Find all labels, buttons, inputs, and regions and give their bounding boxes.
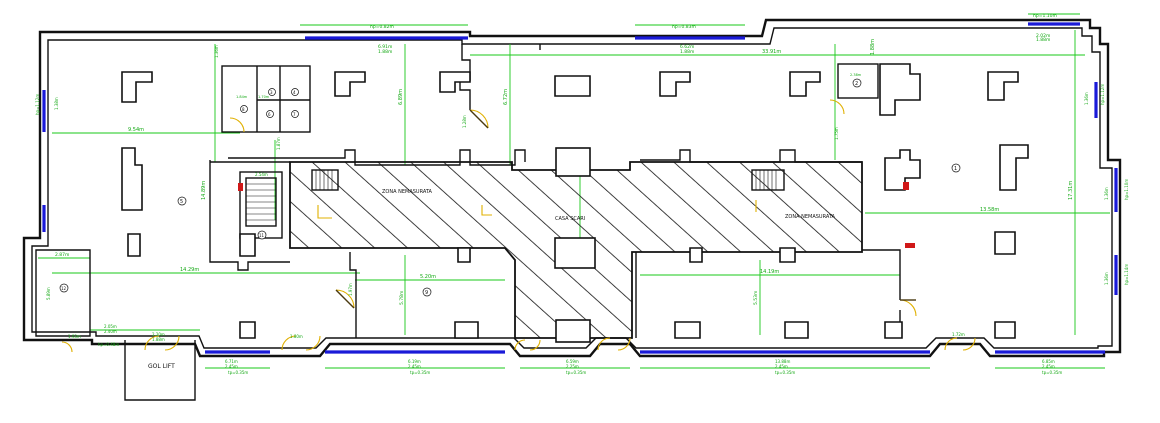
dim-label: tp=0.35m [1042, 370, 1062, 375]
dim-label: 2.38m [850, 73, 862, 77]
dim-label: 6.91m [378, 44, 392, 50]
dim-label: 1.93m [68, 334, 81, 339]
stairs [245, 169, 785, 227]
casa-scari-label: CASA SCARI [555, 216, 585, 222]
dim-label: tp=0.35m [566, 370, 586, 375]
dim-label: 6.71m [225, 359, 238, 364]
dim-label: hp=1.14m [1124, 264, 1129, 285]
red-markers [238, 182, 915, 248]
dim-label: 1.36m [1084, 92, 1089, 105]
dim-label: 2.45m [408, 364, 421, 369]
doors [61, 99, 976, 353]
zone-labels: ZONA NEMASURATA ZONA NEMASURATA CASA SCA… [148, 189, 836, 370]
dim-label: 2.45m [1042, 364, 1055, 369]
dim-label: 5.20m [420, 274, 436, 280]
room-number: 6 [268, 112, 271, 117]
dim-label: 2.45m [775, 364, 788, 369]
dim-label: 6.19m [408, 359, 421, 364]
zone-label-left: ZONA NEMASURATA [382, 189, 433, 195]
dim-label: 1.88m [680, 49, 694, 55]
dim-label: hp=1.12m [35, 94, 40, 115]
dim-label: 2.54m [255, 172, 268, 177]
dim-label: hp=0.83m [672, 24, 696, 30]
dim-label: 1.75m [834, 127, 839, 140]
pillars [121, 63, 1029, 339]
gol-lift-label: GOL LIFT [148, 363, 175, 370]
dim-label: 1.28m [462, 115, 467, 128]
windows [42, 22, 1118, 354]
dim-label: 6.89m [398, 89, 404, 105]
dim-label: 2.45m [225, 364, 238, 369]
dim-label: 1.88m [870, 39, 876, 55]
room-number: 1 [954, 166, 957, 172]
dim-label: 1.36m [1104, 187, 1109, 200]
dim-label: 1.36m [214, 45, 219, 58]
dim-label: 5.78m [399, 291, 405, 305]
dim-label: 1.38m [54, 97, 59, 110]
dim-label: 1.87m [276, 137, 281, 150]
room-number: 7 [293, 112, 296, 117]
dim-label: 1.80m [290, 334, 303, 339]
room-number: 9 [425, 290, 428, 296]
dim-label: hp=1.12m [1100, 84, 1105, 105]
dim-label: hp=0.82m [370, 24, 394, 30]
dim-label: 5.53m [753, 291, 759, 305]
dim-label: 2.40m [104, 329, 117, 334]
dim-label: 17.31m [1068, 181, 1074, 200]
dim-label: 1.70m [258, 95, 270, 99]
dim-label: 2.20m [152, 332, 165, 337]
dim-label: hp=0.48m [98, 342, 119, 347]
dim-label: 2.05m [104, 324, 117, 329]
dim-label: 1.97m [348, 283, 353, 296]
dim-label: 2.25m [566, 364, 579, 369]
room-number: 4 [293, 90, 296, 95]
zone-label-right: ZONA NEMASURATA [785, 214, 836, 220]
room-number: 8 [242, 107, 245, 112]
room-number-labels: 1 2 3 4 5 6 7 8 9 11 12 [61, 81, 957, 296]
dim-label: 6.85m [1042, 359, 1055, 364]
dim-label: 6.62m [680, 44, 694, 50]
room-number: 12 [61, 286, 67, 291]
room-number: 3 [270, 90, 273, 95]
dim-label: tp=0.35m [775, 370, 795, 375]
dim-label: 2.87m [55, 252, 69, 258]
dim-label: tp=0.35m [228, 370, 248, 375]
dim-label: 1.88m [152, 337, 165, 342]
dim-label: 9.54m [128, 127, 144, 133]
room-number-markers [59, 78, 961, 297]
dim-label: tp=0.35m [410, 370, 430, 375]
dim-label: 1.36m [1104, 272, 1109, 285]
dim-label: hp=1.10m [1124, 179, 1129, 200]
dimension-texts: hp=0.82m 6.91m 1.88m hp=0.83m 6.62m 1.88… [35, 13, 1129, 375]
dim-label: 1.88m [1036, 37, 1050, 43]
dim-label: 1.72m [952, 332, 965, 337]
dim-label: 14.89m [201, 181, 207, 200]
dim-label: 13.88m [775, 359, 790, 364]
dim-label: 33.91m [762, 49, 781, 55]
room-number: 11 [259, 233, 265, 238]
dim-label: 2.02m [1036, 33, 1050, 39]
dim-label: 5.89m [46, 287, 51, 300]
room-number: 2 [855, 81, 858, 87]
dim-label: 1.84m [236, 95, 248, 99]
dim-label: hp=1.10m [1033, 13, 1057, 19]
dim-label: 6.59m [566, 359, 579, 364]
dim-label: 13.58m [980, 207, 999, 213]
dim-label: 1.88m [378, 49, 392, 55]
outer-walls [22, 18, 1122, 358]
room-number: 5 [180, 199, 183, 205]
dim-label: 6.72m [503, 89, 509, 105]
dim-label: 14.29m [180, 267, 199, 273]
dim-label: 14.19m [760, 269, 779, 275]
